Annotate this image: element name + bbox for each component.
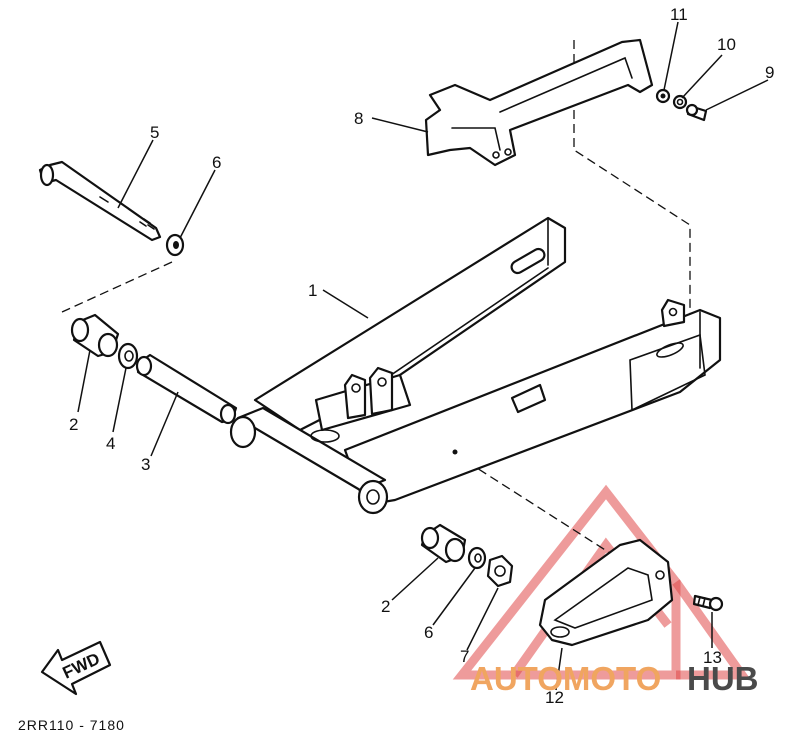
screw-part-9 xyxy=(685,103,708,122)
callout-2-right: 2 xyxy=(381,597,390,616)
callout-1: 1 xyxy=(308,281,317,300)
washer-part-10 xyxy=(672,94,688,110)
callout-5: 5 xyxy=(150,123,159,142)
callout-2-left: 2 xyxy=(69,415,78,434)
callout-6-lower: 6 xyxy=(424,623,433,642)
chain-case-part-12 xyxy=(538,538,674,647)
screw-part-13 xyxy=(692,594,724,612)
nut-part-7 xyxy=(486,554,514,588)
watermark-text: AUTOMOTO HUB xyxy=(470,660,759,697)
callout-7: 7 xyxy=(460,647,469,666)
callout-12: 12 xyxy=(545,688,564,707)
callout-9: 9 xyxy=(765,63,774,82)
washer-part-6-upper xyxy=(165,233,185,257)
collar-part-3 xyxy=(135,353,238,425)
watermark-primary-text: AUTOMOTO xyxy=(470,660,661,697)
leader-lines xyxy=(77,21,769,691)
callout-6-upper: 6 xyxy=(212,153,221,172)
pivot-bolt-part-5 xyxy=(38,160,162,242)
bushing-part-2-left xyxy=(70,313,120,358)
chain-guide-part xyxy=(424,38,654,167)
drawing-code: 2RR110 - 7180 xyxy=(18,717,125,733)
callout-3: 3 xyxy=(141,455,150,474)
watermark-secondary-text: HUB xyxy=(687,660,759,697)
callout-13: 13 xyxy=(703,648,722,667)
callout-numbers: 1 2 2 3 4 5 6 6 7 8 9 10 11 12 13 xyxy=(69,5,774,707)
callout-11: 11 xyxy=(670,5,688,24)
swingarm-part xyxy=(229,216,722,515)
washer-part-6-lower xyxy=(467,546,487,570)
fwd-arrow-icon: FWD xyxy=(40,640,112,696)
nut-part-11 xyxy=(655,88,671,104)
callout-4: 4 xyxy=(106,434,115,453)
callout-10: 10 xyxy=(717,35,736,54)
callout-8: 8 xyxy=(354,109,363,128)
bushing-part-2-right xyxy=(420,523,467,564)
thrust-washer-part-4 xyxy=(117,342,139,370)
